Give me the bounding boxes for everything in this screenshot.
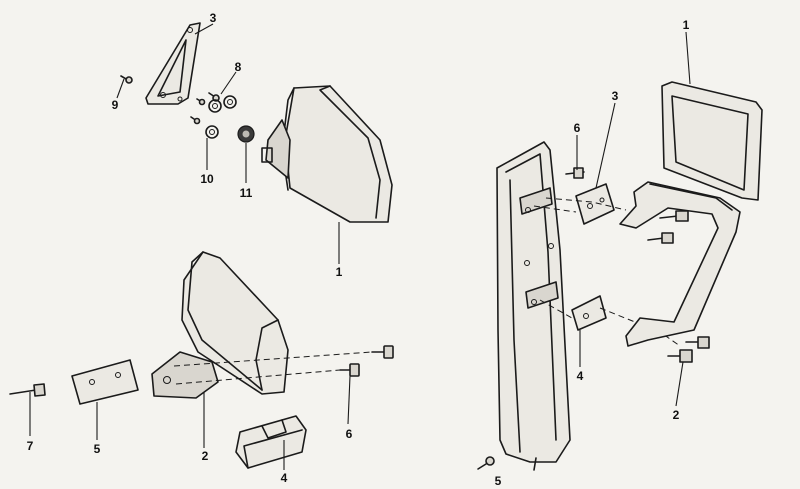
bolts-6 (173, 345, 394, 385)
callout-left-6: 6 (346, 427, 353, 441)
callout-left-7: 7 (27, 439, 34, 453)
screws-and-washers-8 (190, 92, 237, 139)
callout-left-4: 4 (281, 471, 288, 485)
callout-left-3: 3 (210, 11, 217, 25)
callout-right-4: 4 (577, 369, 584, 383)
right-mirror-assembly: 1 3 6 4 2 5 (477, 18, 763, 488)
left-mirror-assembly: 3 8 9 10 11 1 2 5 7 6 4 (9, 11, 394, 485)
small-screw-9 (120, 75, 133, 84)
mirror-head-lower (151, 251, 289, 399)
triangular-bracket (145, 22, 201, 105)
mirror-head-upper (261, 85, 393, 223)
callout-right-5: 5 (495, 474, 502, 488)
screw-7 (9, 383, 46, 397)
callout-left-2: 2 (202, 449, 209, 463)
gasket-plate (71, 359, 139, 405)
grommet-11 (237, 125, 255, 143)
right-leader-lines (576, 31, 691, 407)
callout-left-9: 9 (112, 98, 119, 112)
callout-left-1: 1 (336, 265, 343, 279)
callout-left-11: 11 (240, 186, 253, 200)
callout-right-1: 1 (683, 18, 690, 32)
mirror-support-arm (619, 181, 741, 347)
arm-bolts (647, 210, 710, 363)
left-leader-lines (29, 23, 351, 470)
callout-right-6: 6 (574, 121, 581, 135)
cover-block (235, 415, 307, 469)
callout-left-8: 8 (235, 60, 242, 74)
pillar-screw-5 (477, 456, 495, 470)
tall-pillar-bracket (496, 141, 571, 471)
callout-right-2: 2 (673, 408, 680, 422)
callout-left-5: 5 (94, 442, 101, 456)
callout-right-3: 3 (612, 89, 619, 103)
callout-left-10: 10 (200, 172, 214, 186)
screw-6-right (565, 167, 585, 179)
mirror-head-right (661, 81, 763, 201)
